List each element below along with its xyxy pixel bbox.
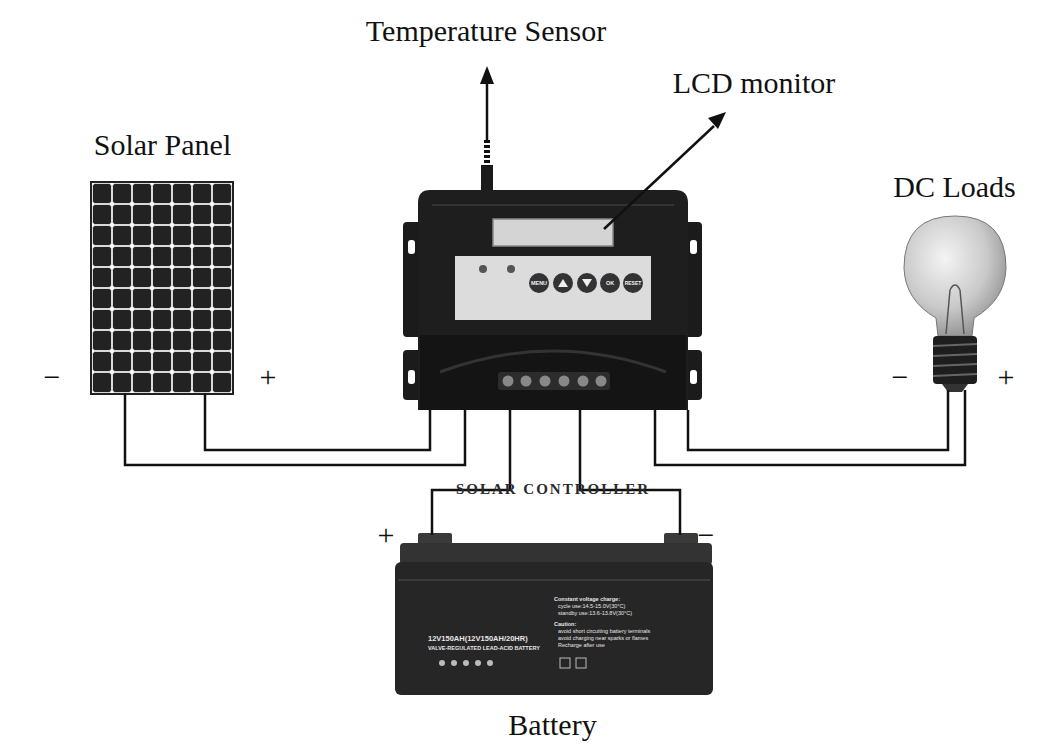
node-print: VALVE-REGULATED LEAD-ACID BATTERY xyxy=(428,646,540,652)
mount-hole xyxy=(690,370,697,384)
housing-ridge xyxy=(432,204,674,206)
terminal-block xyxy=(498,372,610,390)
leader-line xyxy=(604,126,714,229)
wire-connector xyxy=(432,410,510,535)
button xyxy=(553,273,573,293)
solar-controller: SOLAR CONTROLLER xyxy=(399,185,707,410)
led xyxy=(479,265,487,273)
controller-housing xyxy=(418,190,688,410)
mount-hole xyxy=(408,240,415,254)
battery-lid xyxy=(400,543,712,565)
battery-icon xyxy=(451,660,457,666)
polarity-sign: + xyxy=(260,362,277,392)
sensor-plug xyxy=(481,165,493,190)
solar-panel-picture xyxy=(90,181,234,395)
wire-connector xyxy=(205,393,430,450)
button-label: OK xyxy=(606,281,614,287)
terminal-screw xyxy=(596,376,607,387)
battery-icon xyxy=(439,660,445,666)
thread xyxy=(933,364,977,366)
thread xyxy=(933,354,977,356)
polarity-sign: − xyxy=(698,520,715,550)
filament xyxy=(946,285,964,334)
battery-icon xyxy=(560,658,570,668)
sensor-ridges xyxy=(484,140,490,166)
arrow-head xyxy=(480,66,494,84)
bulb-base xyxy=(933,336,977,384)
sensor-lead xyxy=(486,82,489,141)
wire-connector xyxy=(125,393,465,465)
node-print: Recharge after use xyxy=(558,643,605,649)
terminal-screw xyxy=(540,376,551,387)
temperature-sensor-cable xyxy=(480,66,494,190)
terminal-screw xyxy=(521,376,532,387)
terminal-screw xyxy=(503,376,514,387)
dc-load: DC Loads xyxy=(863,170,1046,390)
node-print: avoid charging near sparks or flames xyxy=(558,636,648,642)
node-heading: Battery xyxy=(386,710,719,740)
battery-body xyxy=(395,562,713,695)
mount-hole xyxy=(408,370,415,384)
bulb-picture xyxy=(904,216,1006,392)
button-label: RESET xyxy=(625,281,642,286)
controller-picture xyxy=(403,190,702,410)
wire-connector xyxy=(580,410,680,535)
arrow-head xyxy=(708,112,726,129)
up-arrow-symbol xyxy=(558,279,568,287)
led xyxy=(507,265,515,273)
node-print: avoid short circuiting battery terminals xyxy=(558,629,650,635)
lcd-leader xyxy=(604,112,726,229)
battery-icon xyxy=(463,660,469,666)
controller-lower xyxy=(420,335,686,410)
bulb-glass xyxy=(904,216,1006,336)
battery-ridge xyxy=(398,579,710,581)
polarity-sign: − xyxy=(892,362,909,392)
battery-picture xyxy=(395,533,713,695)
node-print: cycle use:14.5-15.0V(30°C) xyxy=(558,604,625,610)
lcd-screen xyxy=(493,219,613,246)
battery-icon xyxy=(487,660,493,666)
button-label: MENU xyxy=(531,281,547,287)
thread xyxy=(933,374,977,376)
callout-label: Temperature Sensor xyxy=(366,16,606,46)
terminal-screw xyxy=(559,376,570,387)
button xyxy=(600,273,620,293)
solar-panel: Solar Panel xyxy=(66,128,259,393)
node-heading: DC Loads xyxy=(863,172,1046,202)
button xyxy=(577,273,597,293)
node-print: Caution: xyxy=(554,622,576,628)
wire-connector xyxy=(688,390,948,450)
down-arrow-symbol xyxy=(582,279,592,287)
polarity-sign: − xyxy=(44,362,61,392)
button xyxy=(623,273,643,293)
battery: Battery 12V150AH(12V150AH/20HR) VALVE-REGU… xyxy=(386,535,719,747)
wire-connector xyxy=(655,390,965,465)
node-print: Constant voltage charge: xyxy=(554,597,620,603)
housing-curve xyxy=(440,351,666,372)
node-print: 12V150AH(12V150AH/20HR) xyxy=(428,635,528,643)
panel-frame xyxy=(90,181,234,395)
node-heading: SOLAR CONTROLLER xyxy=(399,482,707,497)
terminal-screw xyxy=(578,376,589,387)
button xyxy=(529,273,549,293)
battery-icon xyxy=(576,658,586,668)
callout-label: LCD monitor xyxy=(673,68,836,98)
battery-icon xyxy=(475,660,481,666)
panel-cells xyxy=(92,183,232,393)
front-panel xyxy=(455,256,651,320)
thread xyxy=(933,344,977,346)
mount-hole xyxy=(408,370,415,384)
node-print: standby use:13.6-13.8V(30°C) xyxy=(558,611,632,617)
node-heading: Solar Panel xyxy=(66,130,259,160)
polarity-sign: + xyxy=(998,362,1015,392)
mount-hole xyxy=(690,240,697,254)
polarity-sign: + xyxy=(378,520,395,550)
